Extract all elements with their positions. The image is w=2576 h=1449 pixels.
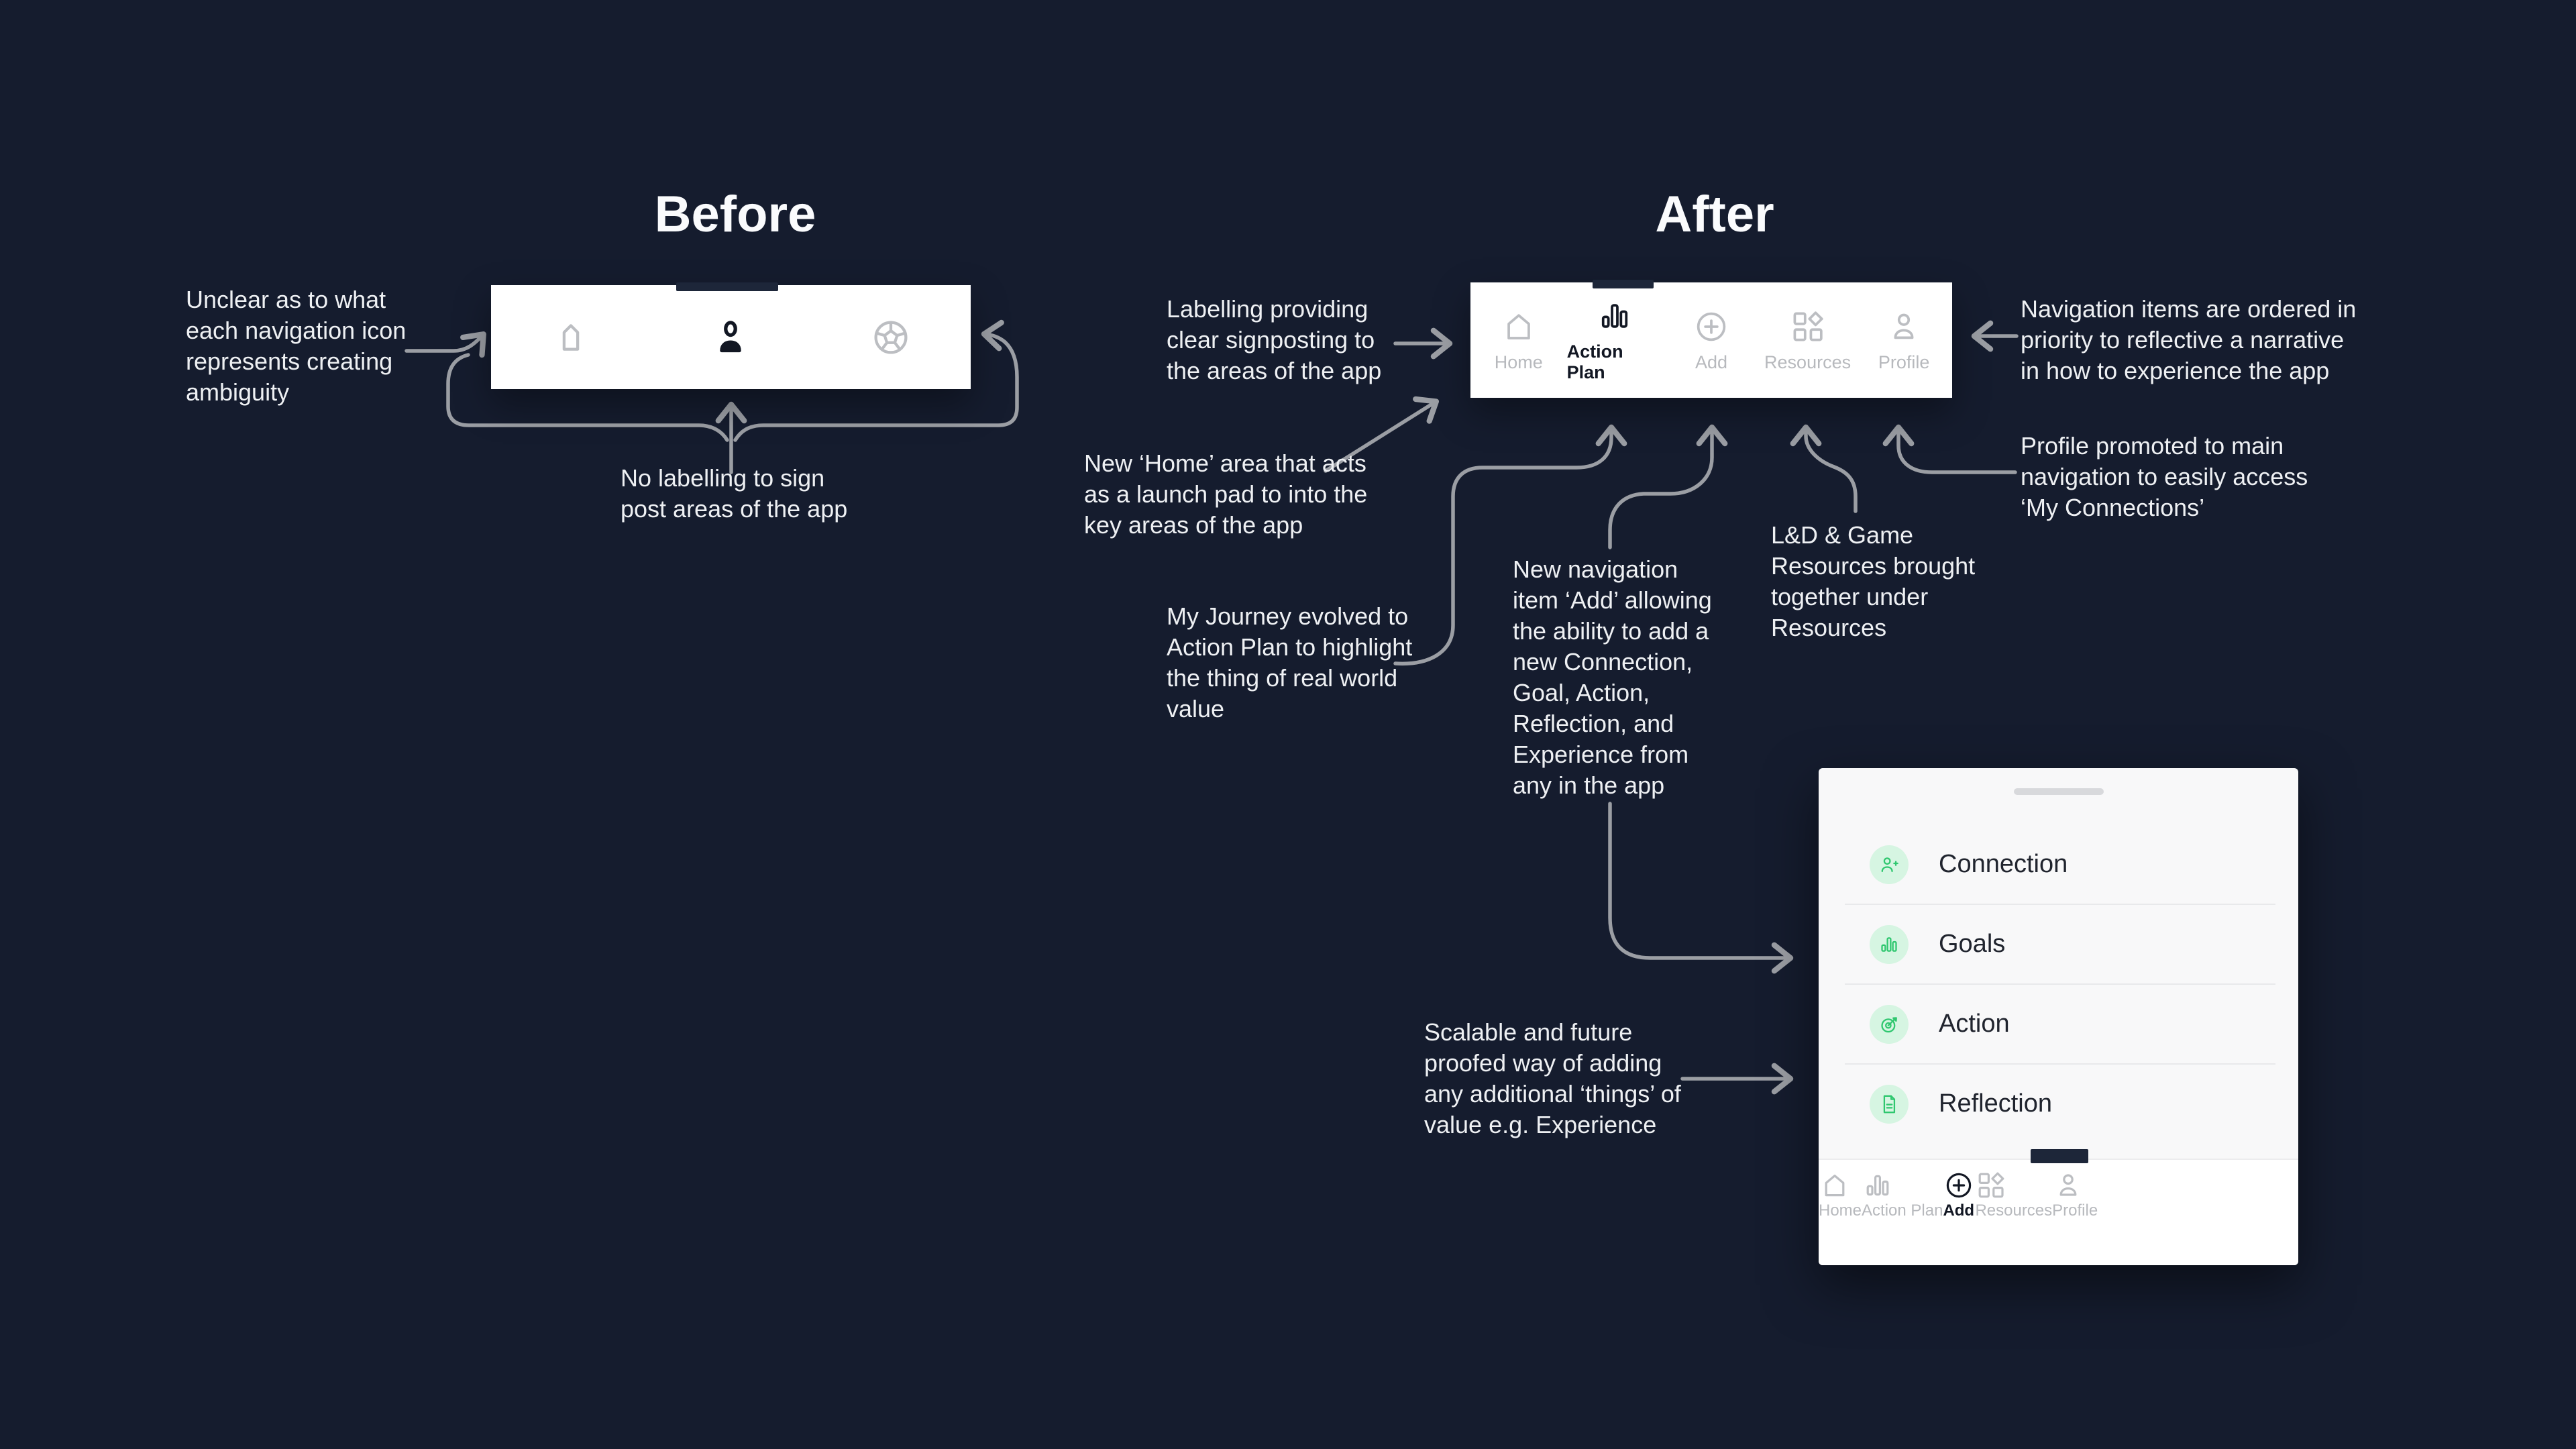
note-ordered-priority: Navigation items are ordered in priority… bbox=[2021, 295, 2357, 384]
bar-chart-icon bbox=[1870, 924, 1909, 964]
after-tab-add[interactable]: Add bbox=[1663, 282, 1760, 398]
list-item-label: Action bbox=[1939, 1010, 2010, 1038]
note-no-labelling: No labelling to sign post areas of the a… bbox=[621, 464, 848, 523]
tab-label: Resources bbox=[1764, 352, 1851, 372]
modal-tab-resources[interactable]: Resources bbox=[1975, 1160, 2052, 1265]
note-new-nav-add: New navigation item ‘Add’ allowing the a… bbox=[1513, 555, 1712, 799]
plus-circle-icon bbox=[1943, 1169, 1975, 1201]
modal-tab-add[interactable]: Add bbox=[1943, 1160, 1975, 1265]
tab-label: Action Plan bbox=[1862, 1201, 1943, 1220]
note-profile-promoted: Profile promoted to main navigation to e… bbox=[2021, 432, 2308, 521]
add-options-list: Connection Goals Action Reflec bbox=[1845, 825, 2275, 1143]
after-tab-home[interactable]: Home bbox=[1470, 282, 1567, 398]
modal-tab-profile[interactable]: Profile bbox=[2052, 1160, 2098, 1265]
note-new-home: New ‘Home’ area that acts as a launch pa… bbox=[1084, 449, 1368, 539]
list-item-connection[interactable]: Connection bbox=[1845, 825, 2275, 905]
note-labelling: Labelling providing clear signposting to… bbox=[1167, 295, 1382, 384]
after-nav-bar: Home Action Plan Add Resources bbox=[1470, 280, 1952, 398]
note-ld-game-resources: L&D & Game Resources brought together un… bbox=[1771, 521, 1976, 641]
bar-chart-icon bbox=[1596, 297, 1633, 335]
list-item-label: Reflection bbox=[1939, 1089, 2052, 1118]
list-item-goals[interactable]: Goals bbox=[1845, 905, 2275, 985]
after-title: After bbox=[1655, 186, 1774, 243]
home-icon bbox=[1819, 1169, 1851, 1201]
grid-icon bbox=[1975, 1169, 2007, 1201]
after-tab-resources[interactable]: Resources bbox=[1760, 282, 1856, 398]
before-tab-home[interactable] bbox=[491, 285, 651, 389]
modal-tab-home[interactable]: Home bbox=[1819, 1160, 1862, 1265]
person-icon bbox=[2052, 1169, 2084, 1201]
drag-handle[interactable] bbox=[2013, 788, 2104, 795]
list-item-action[interactable]: Action bbox=[1845, 985, 2275, 1065]
active-tab-indicator bbox=[1593, 280, 1654, 288]
target-arrow-icon bbox=[1870, 1004, 1909, 1044]
tab-label: Resources bbox=[1975, 1201, 2053, 1220]
note-scalable: Scalable and future proofed way of addin… bbox=[1424, 1018, 1681, 1138]
before-tab-profile[interactable] bbox=[651, 285, 810, 389]
person-icon bbox=[1885, 308, 1923, 345]
person-plus-icon bbox=[1870, 845, 1909, 884]
active-tab-indicator bbox=[2031, 1149, 2088, 1163]
tab-label: Action Plan bbox=[1566, 341, 1623, 382]
grid-icon bbox=[1789, 308, 1827, 345]
tab-label: Profile bbox=[1878, 352, 1930, 372]
person-icon bbox=[709, 316, 752, 359]
tab-label: Profile bbox=[2052, 1201, 2098, 1220]
modal-nav-bar: Home Action Plan Add bbox=[1819, 1149, 2298, 1265]
note-my-journey: My Journey evolved to Action Plan to hig… bbox=[1167, 602, 1413, 722]
note-unclear-icons: Unclear as to what each navigation icon … bbox=[186, 286, 407, 406]
football-icon bbox=[869, 316, 912, 359]
add-bottom-sheet: Connection Goals Action Reflec bbox=[1819, 768, 2298, 1265]
before-nav-bar bbox=[491, 282, 971, 389]
tab-label: Add bbox=[1695, 352, 1727, 372]
after-tab-action-plan[interactable]: Action Plan bbox=[1567, 282, 1664, 398]
home-icon bbox=[549, 316, 592, 359]
list-item-label: Goals bbox=[1939, 930, 2006, 958]
list-item-label: Connection bbox=[1939, 850, 2068, 878]
before-tab-game[interactable] bbox=[811, 285, 971, 389]
modal-tab-action-plan[interactable]: Action Plan bbox=[1862, 1160, 1943, 1265]
after-tab-profile[interactable]: Profile bbox=[1856, 282, 1952, 398]
home-icon bbox=[1500, 308, 1538, 345]
plus-circle-icon bbox=[1693, 308, 1730, 345]
document-icon bbox=[1870, 1084, 1909, 1124]
tab-label: Home bbox=[1494, 352, 1543, 372]
list-item-reflection[interactable]: Reflection bbox=[1845, 1065, 2275, 1143]
tab-label: Add bbox=[1943, 1201, 1975, 1220]
tab-label: Home bbox=[1819, 1201, 1862, 1220]
bar-chart-icon bbox=[1862, 1169, 1894, 1201]
before-title: Before bbox=[654, 186, 816, 243]
active-tab-indicator bbox=[676, 282, 778, 291]
